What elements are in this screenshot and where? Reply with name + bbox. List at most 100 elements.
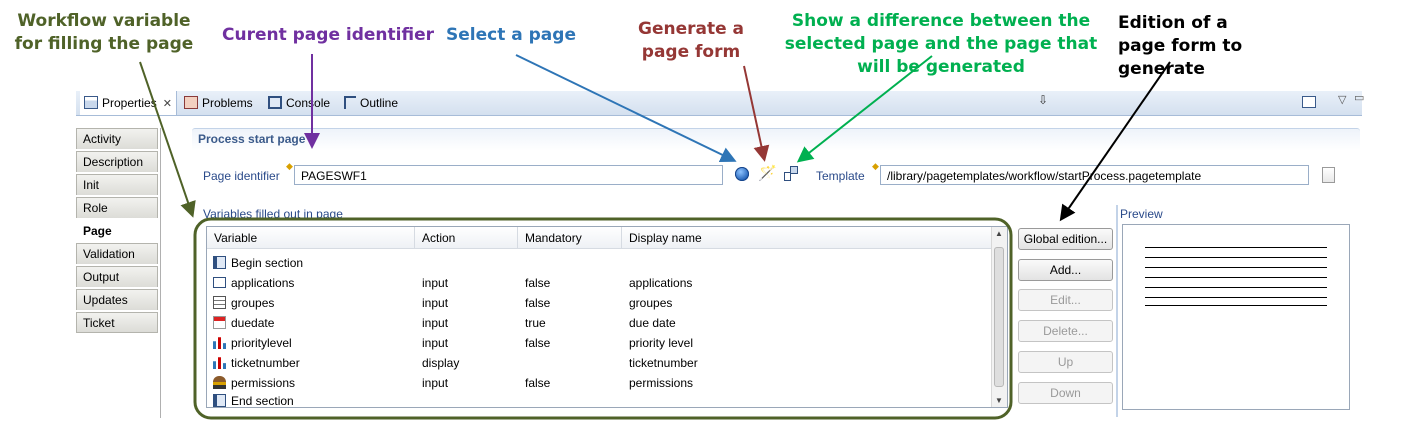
scroll-up-icon[interactable]: ▲: [995, 229, 1003, 238]
template-label: Template: [816, 169, 865, 183]
required-marker-icon: ◆: [286, 161, 293, 171]
cell-display-name: priority level: [629, 336, 694, 350]
tab-properties-label: Properties: [102, 96, 157, 110]
table-row[interactable]: ticketnumber display ticketnumber: [207, 353, 993, 373]
annotation-current-page-identifier: Curent page identifier: [222, 25, 434, 45]
tab-console-label: Console: [286, 96, 331, 110]
column-header-variable[interactable]: Variable: [207, 227, 415, 249]
table-row[interactable]: Begin section: [207, 253, 993, 273]
nav-item-updates[interactable]: Updates: [76, 289, 158, 310]
table-row[interactable]: duedate input true due date: [207, 313, 993, 333]
page-identifier-label: Page identifier: [203, 169, 280, 183]
select-page-globe-icon[interactable]: [735, 167, 749, 181]
generate-form-wand-icon[interactable]: 🪄: [758, 165, 777, 182]
nav-item-init[interactable]: Init: [76, 174, 158, 195]
page-identifier-input[interactable]: PAGESWF1: [294, 165, 723, 185]
calendar-icon: [213, 316, 226, 329]
table-row[interactable]: prioritylevel input false priority level: [207, 333, 993, 353]
add-button[interactable]: Add...: [1018, 259, 1113, 281]
section-icon: [213, 256, 226, 269]
cell-variable: End section: [231, 394, 294, 408]
down-button[interactable]: Down: [1018, 382, 1113, 404]
global-edition-button[interactable]: Global edition...: [1018, 228, 1113, 250]
view-menu-icon[interactable]: ▽: [1338, 94, 1347, 106]
browse-template-icon[interactable]: [1322, 167, 1335, 183]
list-icon: [213, 296, 226, 309]
tab-problems[interactable]: Problems: [184, 94, 253, 112]
column-header-display-name[interactable]: Display name: [622, 227, 993, 249]
scrollbar-thumb[interactable]: [994, 247, 1004, 387]
table-row[interactable]: applications input false applications: [207, 273, 993, 293]
table-scrollbar[interactable]: ▲ ▼: [991, 227, 1007, 407]
nav-item-role[interactable]: Role: [76, 197, 158, 218]
preview-panel: [1122, 224, 1350, 410]
variables-table: Variable Action Mandatory Display name B…: [206, 226, 1008, 408]
console-icon: [268, 96, 282, 109]
annotation-select-page: Select a page: [446, 25, 576, 45]
problems-icon: [184, 96, 198, 109]
annotation-generate-form: Generate a page form: [637, 19, 745, 62]
variables-label: Variables filled out in page: [203, 207, 343, 221]
tab-outline[interactable]: Outline: [344, 94, 398, 112]
nav-item-ticket[interactable]: Ticket: [76, 312, 158, 333]
outline-icon: [344, 96, 356, 109]
annotation-show-difference: Show a difference between the selected p…: [784, 11, 1098, 77]
section-title: Process start page: [198, 132, 306, 146]
textfield-icon: [213, 277, 226, 288]
tab-outline-label: Outline: [360, 96, 399, 110]
preview-divider: [1116, 205, 1118, 417]
nav-item-activity[interactable]: Activity: [76, 128, 158, 149]
column-header-mandatory[interactable]: Mandatory: [518, 227, 622, 249]
cursor-icon: ⇩: [1038, 93, 1049, 107]
cell-variable: permissions: [231, 376, 296, 390]
preview-label: Preview: [1120, 207, 1163, 221]
scroll-down-icon[interactable]: ▼: [995, 396, 1003, 405]
preview-line: [1145, 267, 1327, 268]
annotation-edition-form: Edition of a page form to generate: [1118, 13, 1243, 79]
cell-display-name: due date: [629, 316, 676, 330]
section-icon: [213, 394, 226, 407]
preview-line: [1145, 257, 1327, 258]
cell-mandatory: false: [525, 376, 551, 390]
preview-line: [1145, 287, 1327, 288]
minimize-icon[interactable]: ▭: [1354, 92, 1365, 104]
show-difference-icon[interactable]: [784, 166, 798, 182]
table-row[interactable]: permissions input false permissions: [207, 373, 993, 393]
close-icon[interactable]: ✕: [162, 98, 172, 110]
up-button[interactable]: Up: [1018, 351, 1113, 373]
cell-variable: groupes: [231, 296, 275, 310]
permissions-icon: [213, 376, 226, 389]
cell-mandatory: true: [525, 316, 546, 330]
cell-variable: duedate: [231, 316, 275, 330]
tab-problems-label: Problems: [202, 96, 253, 110]
bar-chart-icon: [213, 357, 226, 369]
annotation-workflow-variable: Workflow variable for filling the page: [14, 11, 194, 54]
section-header: Process start page: [192, 128, 1360, 151]
preview-line: [1145, 305, 1327, 306]
cell-action: input: [422, 336, 449, 350]
new-view-icon[interactable]: [1302, 96, 1316, 108]
column-header-action[interactable]: Action: [415, 227, 518, 249]
cell-action: input: [422, 376, 449, 390]
cell-action: display: [422, 356, 460, 370]
tab-console[interactable]: Console: [268, 94, 330, 112]
cell-mandatory: false: [525, 276, 551, 290]
tab-properties[interactable]: Properties ✕: [80, 91, 177, 115]
nav-item-description[interactable]: Description: [76, 151, 158, 172]
cell-display-name: ticketnumber: [629, 356, 698, 370]
cell-variable: prioritylevel: [231, 336, 292, 350]
cell-variable: applications: [231, 276, 295, 290]
properties-nav: Activity Description Init Role Page Vali…: [76, 128, 161, 418]
nav-item-validation[interactable]: Validation: [76, 243, 158, 264]
table-row[interactable]: groupes input false groupes: [207, 293, 993, 313]
cell-variable: ticketnumber: [231, 356, 300, 370]
bar-chart-icon: [213, 337, 226, 349]
cell-variable: Begin section: [231, 256, 304, 270]
template-input[interactable]: /library/pagetemplates/workflow/startPro…: [880, 165, 1309, 185]
edit-button[interactable]: Edit...: [1018, 289, 1113, 311]
delete-button[interactable]: Delete...: [1018, 320, 1113, 342]
cell-display-name: permissions: [629, 376, 694, 390]
nav-item-output[interactable]: Output: [76, 266, 158, 287]
table-row[interactable]: End section: [207, 391, 993, 408]
nav-item-page[interactable]: Page: [76, 220, 158, 241]
